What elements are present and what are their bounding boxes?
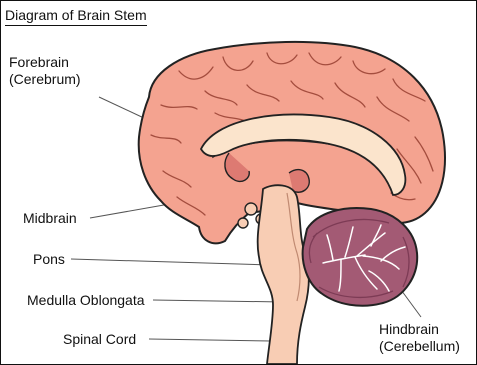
forebrain-label: Forebrain (Cerebrum) [9, 54, 81, 88]
medulla-leader [153, 300, 283, 302]
forebrain-label-line2: (Cerebrum) [9, 71, 81, 88]
forebrain-label-line1: Forebrain [9, 54, 81, 71]
pons-leader [71, 259, 271, 265]
spinal-cord-label: Spinal Cord [63, 331, 136, 348]
hindbrain-label-line1: Hindbrain [379, 321, 460, 338]
cerebellum-shape [303, 208, 418, 306]
hindbrain-label-line2: (Cerebellum) [379, 338, 460, 355]
midbrain-label: Midbrain [23, 210, 77, 227]
forebrain-leader [99, 97, 146, 119]
spinal-cord-leader [149, 339, 271, 341]
brain-stem [258, 185, 309, 364]
medulla-label: Medulla Oblongata [27, 292, 145, 309]
pons-label: Pons [33, 251, 65, 268]
pituitary-bulb [238, 218, 248, 228]
mammillary-body [245, 203, 257, 215]
hindbrain-label: Hindbrain (Cerebellum) [379, 321, 460, 355]
